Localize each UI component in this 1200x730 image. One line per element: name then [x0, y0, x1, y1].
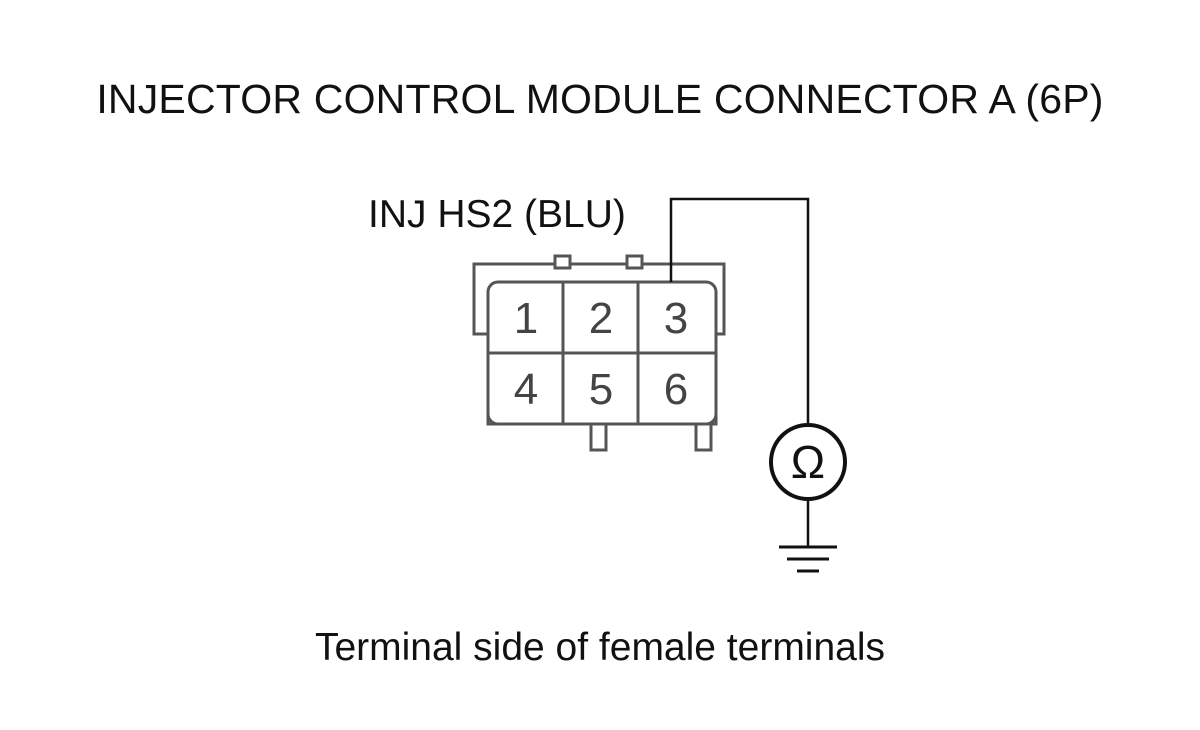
diagram-caption: Terminal side of female terminals — [314, 626, 886, 669]
bottom-tab-left — [589, 422, 608, 452]
top-tab-left — [553, 254, 572, 270]
top-tab-right — [625, 254, 644, 270]
wire-label: INJ HS2 (BLU) — [368, 193, 626, 236]
terminal-4: 4 — [513, 365, 539, 414]
terminal-5: 5 — [588, 365, 614, 414]
ohm-symbol: Ω — [790, 436, 826, 488]
test-lead-wire — [669, 197, 810, 425]
ground-icon — [779, 545, 837, 573]
terminal-1: 1 — [513, 294, 539, 343]
terminal-6: 6 — [663, 365, 689, 414]
terminal-2: 2 — [588, 294, 614, 343]
diagram-title: INJECTOR CONTROL MODULE CONNECTOR A (6P) — [96, 76, 1104, 122]
bottom-tab-right — [694, 422, 713, 452]
terminal-3: 3 — [663, 294, 689, 343]
connector-housing — [472, 262, 726, 426]
